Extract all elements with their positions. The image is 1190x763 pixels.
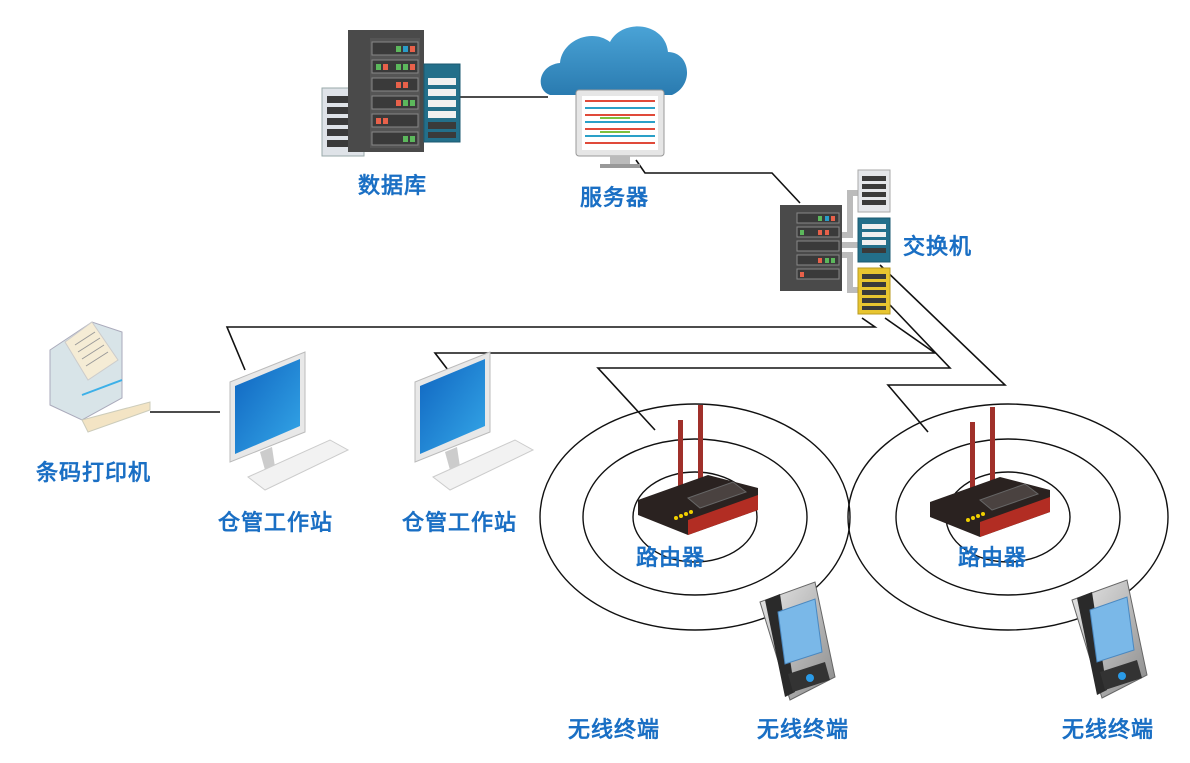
label-router-1: 路由器 — [636, 546, 706, 571]
label-server: 服务器 — [580, 186, 650, 211]
label-terminal-3: 无线终端 — [1062, 718, 1155, 743]
barcode-printer-icon — [49, 321, 151, 433]
server-rack-icon — [321, 30, 461, 157]
link-switch-workstation-1 — [225, 317, 878, 371]
link-switch-router-1 — [596, 304, 952, 431]
link-server-switch — [635, 159, 801, 204]
label-terminal-2: 无线终端 — [757, 718, 850, 743]
cloud-server-icon — [540, 26, 688, 168]
handheld-terminal-icon — [759, 581, 836, 701]
label-switch: 交换机 — [903, 235, 973, 260]
wireless-router-icon — [638, 405, 758, 535]
workstation-icon — [414, 351, 535, 491]
label-router-2: 路由器 — [958, 546, 1028, 571]
link-switch-workstation-2 — [433, 317, 938, 371]
link-switch-router-2 — [879, 264, 1007, 433]
handheld-terminal-icon — [1071, 579, 1148, 699]
label-workstation-1: 仓管工作站 — [218, 511, 334, 536]
connection-lines — [150, 96, 1007, 433]
workstation-icon — [229, 351, 350, 491]
label-terminal-1: 无线终端 — [568, 718, 661, 743]
label-workstation-2: 仓管工作站 — [402, 511, 518, 536]
wireless-router-icon — [930, 407, 1050, 537]
wireless-range-router-1 — [539, 403, 851, 631]
label-database: 数据库 — [358, 174, 428, 199]
switch-icon — [780, 169, 891, 315]
label-printer: 条码打印机 — [36, 461, 152, 486]
